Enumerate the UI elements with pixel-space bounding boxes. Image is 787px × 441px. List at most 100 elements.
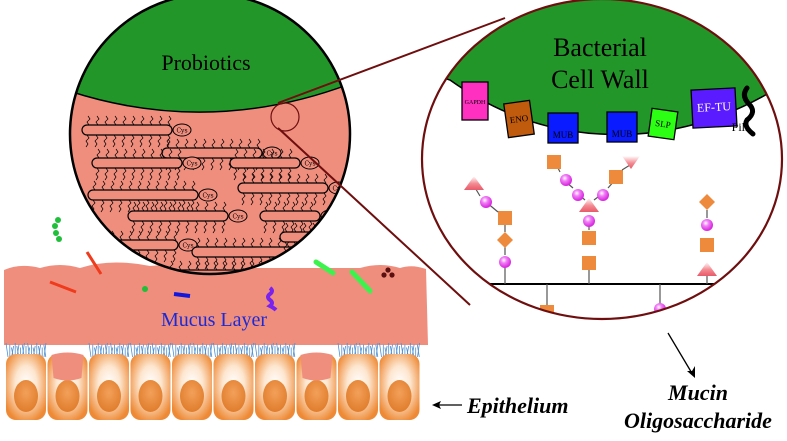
peptide-chain: [210, 157, 215, 171]
cell-wall-label-line2: Cell Wall: [551, 65, 649, 94]
peptide-chain: [302, 222, 307, 233]
adhesin-eno: ENO: [503, 99, 535, 139]
peptide-chain: [141, 201, 146, 212]
peptide-chain: [205, 260, 210, 271]
peptide-chain: [168, 148, 173, 159]
peptide-chain: [329, 222, 334, 233]
nucleus: [346, 380, 370, 412]
cys-link: Cys: [172, 123, 192, 137]
peptide-chain: [86, 115, 91, 126]
bacteria-cluster: [49, 217, 395, 312]
peptide-chain: [313, 192, 318, 206]
peptide-chain: [157, 134, 162, 148]
peptide-chain: [205, 237, 210, 248]
cys-label: Cys: [232, 214, 243, 221]
peptide-chain: [176, 167, 181, 181]
epithelial-cell: [213, 354, 254, 420]
peptide-chain: [112, 134, 117, 148]
glycan-strand: [91, 157, 183, 169]
peptide-chain: [127, 249, 132, 263]
peptide-chain: [299, 220, 304, 234]
cys-link: Cys: [178, 238, 198, 252]
peptide-chain: [268, 192, 273, 206]
glycan-strand: [87, 239, 179, 251]
peptide-chain: [221, 220, 226, 234]
epithelium-pointer: [432, 401, 462, 409]
fucose-triangle: [464, 176, 484, 190]
peptide-chain: [114, 148, 119, 159]
peptide-chain: [182, 180, 187, 191]
peptide-chain: [176, 220, 181, 234]
epithelial-cell: [338, 354, 378, 420]
peptide-chain: [310, 241, 315, 255]
peptide-chain: [128, 230, 133, 241]
peptide-chain: [95, 115, 100, 126]
blue-bacterium: [173, 292, 191, 298]
fucose-triangle: [622, 156, 640, 169]
green-cocci-chain: [52, 217, 62, 242]
galnac-square: [547, 155, 561, 169]
fucose-triangle: [538, 327, 556, 340]
peptide-chain: [164, 230, 169, 241]
peptide-chain: [338, 222, 343, 233]
peptide-chain: [177, 148, 182, 159]
peptide-chain: [287, 173, 292, 184]
peptide-chain: [85, 134, 90, 148]
goblet-mucus: [300, 352, 333, 381]
peptide-chain: [250, 192, 255, 206]
peptide-chain: [194, 220, 199, 234]
galactose-circle: [480, 196, 492, 208]
nucleus: [180, 380, 204, 412]
red-rod-bacterium: [49, 280, 77, 294]
peptide-chain: [167, 115, 172, 126]
peptide-chain: [123, 148, 128, 159]
peptide-chain: [213, 201, 218, 212]
glycan-strand: [161, 147, 263, 159]
peptide-chain: [122, 167, 127, 181]
peptide-chain: [140, 115, 145, 126]
peptide-chain: [288, 148, 293, 159]
peptide-chain: [196, 237, 201, 248]
peptide-chain: [278, 173, 283, 184]
peptide-chain: [137, 230, 142, 241]
peptide-chain: [305, 173, 310, 184]
peptide-chain: [296, 173, 301, 184]
peptide-chain: [251, 167, 256, 181]
cys-label: Cys: [354, 235, 365, 242]
purple-spiral-bacterium: [266, 286, 278, 312]
peptide-chain: [202, 138, 207, 149]
glycosidic-bond: [621, 164, 631, 171]
peptide-chain: [109, 199, 114, 213]
peptide-chain: [191, 180, 196, 191]
glycan-strand: [87, 189, 199, 201]
peptide-chain: [251, 173, 256, 184]
peptide-chain: [242, 167, 247, 181]
peptide-chain: [113, 167, 118, 181]
peptide-chain: [109, 249, 114, 263]
adhesin-gapdh: GAPDH: [461, 81, 489, 121]
glycan-strand: [259, 210, 321, 222]
cys-link: Cys: [302, 245, 322, 259]
peptide-chain: [309, 201, 314, 212]
peptide-chain: [119, 230, 124, 241]
peptide-chain: [175, 138, 180, 149]
peptide-chain: [154, 249, 159, 263]
peptide-chain: [94, 134, 99, 148]
galactose-circle: [701, 219, 713, 231]
green-coccus: [142, 286, 148, 292]
nucleus: [263, 380, 287, 412]
glycan-strand: [237, 182, 329, 194]
magnify-region-circle: [270, 102, 300, 132]
peptide-chain: [322, 192, 327, 206]
nucleus: [387, 380, 412, 412]
peptide-chain: [212, 220, 217, 234]
peptide-chain: [223, 260, 228, 271]
fucose-triangle: [579, 198, 599, 212]
peptide-chain: [314, 173, 319, 184]
pili-label: Pili: [732, 120, 749, 134]
peptide-chain: [146, 230, 151, 241]
red-rod-bacterium: [85, 251, 103, 275]
peptide-chain: [118, 199, 123, 213]
peptide-chain: [158, 167, 163, 181]
